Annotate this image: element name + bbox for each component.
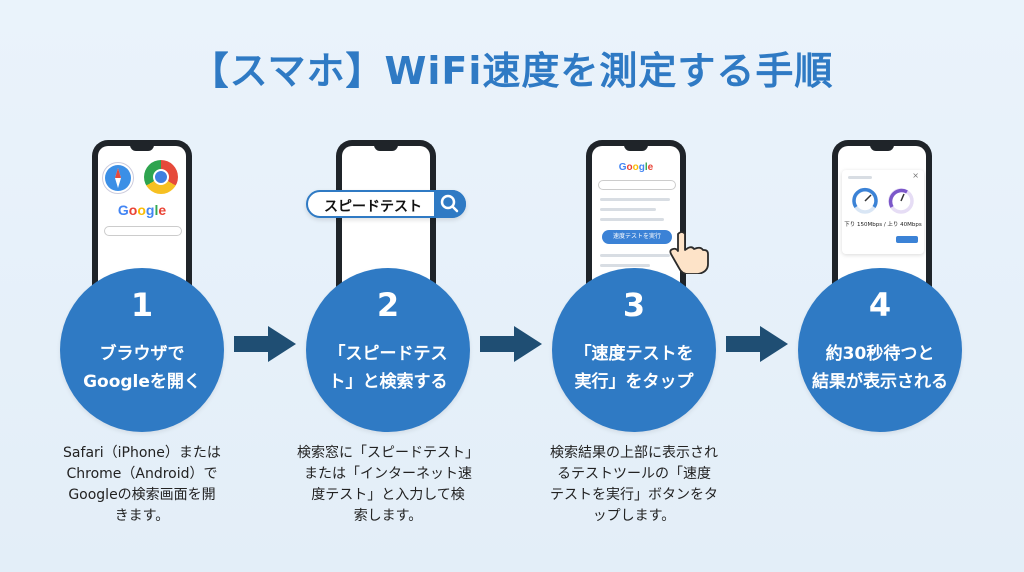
- step-circle: 1 ブラウザで Googleを開く: [60, 268, 224, 432]
- phone-notch: [130, 146, 154, 151]
- search-text: スピードテスト: [324, 199, 422, 215]
- step-label: ブラウザで Googleを開く: [83, 344, 201, 392]
- step-label: 約30秒待つと 結果が表示される: [812, 344, 948, 392]
- search-icon: [434, 190, 466, 218]
- arrow-right-icon: [234, 326, 296, 362]
- safari-icon: [102, 162, 134, 194]
- step-number: 1: [130, 286, 154, 324]
- phone-notch: [374, 146, 398, 151]
- phone-mockup: × 下り 150Mbps / 上り 40Mbps: [832, 140, 932, 290]
- google-logo: Google: [117, 202, 167, 218]
- step-label: 「速度テストを 実行」をタップ: [574, 344, 694, 392]
- search-bar: [104, 226, 182, 236]
- step-label: 「スピードテス ト」と検索する: [328, 344, 448, 392]
- phone-mockup: Google 速度テストを実行: [586, 140, 686, 290]
- run-speed-test-button[interactable]: 速度テストを実行: [602, 230, 672, 244]
- result-line: [600, 264, 650, 267]
- hand-pointer-icon: [669, 231, 709, 274]
- result-line: [600, 208, 656, 211]
- step-number: 2: [376, 286, 400, 324]
- phone-notch: [870, 146, 894, 151]
- step-number: 4: [868, 286, 892, 324]
- phone-mockup: Google: [92, 140, 192, 290]
- step-circle: 4 約30秒待つと 結果が表示される: [798, 268, 962, 432]
- google-logo: Google: [618, 162, 654, 173]
- phone-notch: [624, 146, 648, 151]
- step-description: 検索窓に「スピードテスト」 または「インターネット速 度テスト」と入力して検 索…: [297, 445, 479, 524]
- step-circle: 2 「スピードテス ト」と検索する: [306, 268, 470, 432]
- result-line: [600, 254, 670, 257]
- speed-result-card: × 下り 150Mbps / 上り 40Mbps: [842, 170, 924, 254]
- arrow-right-icon: [726, 326, 788, 362]
- page-title: 【スマホ】WiFi速度を測定する手順: [190, 49, 834, 93]
- speed-result-text: 下り 150Mbps / 上り 40Mbps: [844, 222, 922, 228]
- step-description: Safari（iPhone）または Chrome（Android）で Googl…: [63, 445, 221, 524]
- search-box: スピードテスト: [306, 190, 466, 218]
- step-number: 3: [622, 286, 646, 324]
- chrome-icon: [144, 160, 178, 194]
- result-line: [848, 176, 872, 179]
- arrow-right-icon: [480, 326, 542, 362]
- search-bar: [598, 180, 676, 190]
- result-button[interactable]: [896, 236, 918, 243]
- result-line: [600, 198, 670, 201]
- download-gauge-icon: [852, 187, 878, 214]
- upload-gauge-icon: [888, 188, 914, 214]
- step-description: 検索結果の上部に表示され るテストツールの「速度 テストを実行」ボタンをタ ップ…: [550, 445, 718, 524]
- step-circle: 3 「速度テストを 実行」をタップ: [552, 268, 716, 432]
- result-line: [600, 218, 664, 221]
- close-icon[interactable]: ×: [912, 171, 919, 180]
